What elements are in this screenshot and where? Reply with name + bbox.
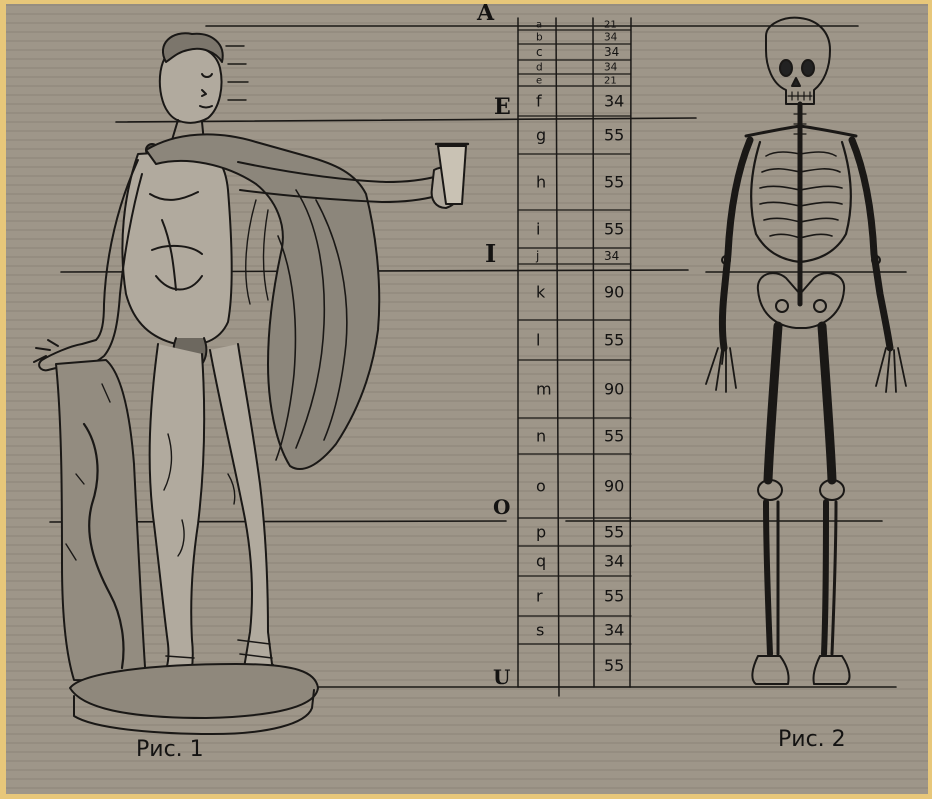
book-page: A E I O U a 21 b 34 c 34 d 34 e 21 f 34 g 55 h 55 i 55 j 34… xyxy=(6,4,928,794)
zone-label-o: O xyxy=(493,495,510,519)
table-row-letter: h xyxy=(536,173,546,192)
table-row-value: 34 xyxy=(604,62,618,74)
table-row-letter: b xyxy=(536,32,543,44)
table-border-right xyxy=(630,18,631,687)
table-row-value: 55 xyxy=(604,656,624,675)
zone-label-u: U xyxy=(493,665,510,689)
table-row-letter: n xyxy=(536,427,546,446)
table-row-value: 55 xyxy=(604,220,624,239)
table-row-letter: r xyxy=(536,587,543,606)
table-row-value: 90 xyxy=(604,477,624,496)
table-row-letter: d xyxy=(536,62,543,74)
table-row-letter: e xyxy=(536,76,542,87)
table-row-letter: g xyxy=(536,126,546,145)
apollo-statue-figure xyxy=(34,33,468,734)
table-row-value: 34 xyxy=(604,32,618,44)
proportion-diagram: A E I O U a 21 b 34 c 34 d 34 e 21 f 34 g 55 h 55 i 55 j 34… xyxy=(6,4,928,794)
table-row-letter: p xyxy=(536,523,546,542)
table-row-value: 55 xyxy=(604,523,624,542)
table-row-value: 55 xyxy=(604,173,624,192)
skeleton-figure xyxy=(706,18,906,684)
table-row-value: 34 xyxy=(604,92,624,111)
table-row-value: 90 xyxy=(604,380,624,399)
table-row-letter: a xyxy=(536,20,542,31)
table-row-letter: s xyxy=(536,621,544,640)
table-divider-2 xyxy=(593,18,594,687)
table-row-letter: l xyxy=(536,331,540,350)
table-row-letter: q xyxy=(536,552,546,571)
table-row-value: 34 xyxy=(604,552,624,571)
table-row-value: 34 xyxy=(604,45,619,59)
zone-label-a: A xyxy=(476,4,495,26)
table-row-letter: m xyxy=(536,380,552,399)
caption-figure-1: Рис. 1 xyxy=(136,737,204,762)
caption-figure-2: Рис. 2 xyxy=(778,727,846,752)
table-row-letter: j xyxy=(535,249,539,263)
table-row-value: 21 xyxy=(604,20,617,31)
table-row-value: 90 xyxy=(604,283,624,302)
table-row-value: 34 xyxy=(604,249,619,263)
table-row-letter: k xyxy=(536,283,546,302)
table-row-value: 55 xyxy=(604,331,624,350)
table-row-value: 21 xyxy=(604,76,617,87)
table-row-letter: o xyxy=(536,477,546,496)
zone-label-e: E xyxy=(494,94,511,120)
table-row-letter: i xyxy=(536,220,540,239)
table-row-value: 55 xyxy=(604,587,624,606)
table-row-value: 34 xyxy=(604,621,624,640)
table-row-letter: c xyxy=(536,45,543,59)
zone-labels: A E I O U xyxy=(476,4,511,689)
table-row-letter: f xyxy=(536,92,542,111)
zone-label-i: I xyxy=(485,239,496,268)
table-row-value: 55 xyxy=(604,427,624,446)
table-row-value: 55 xyxy=(604,126,624,145)
